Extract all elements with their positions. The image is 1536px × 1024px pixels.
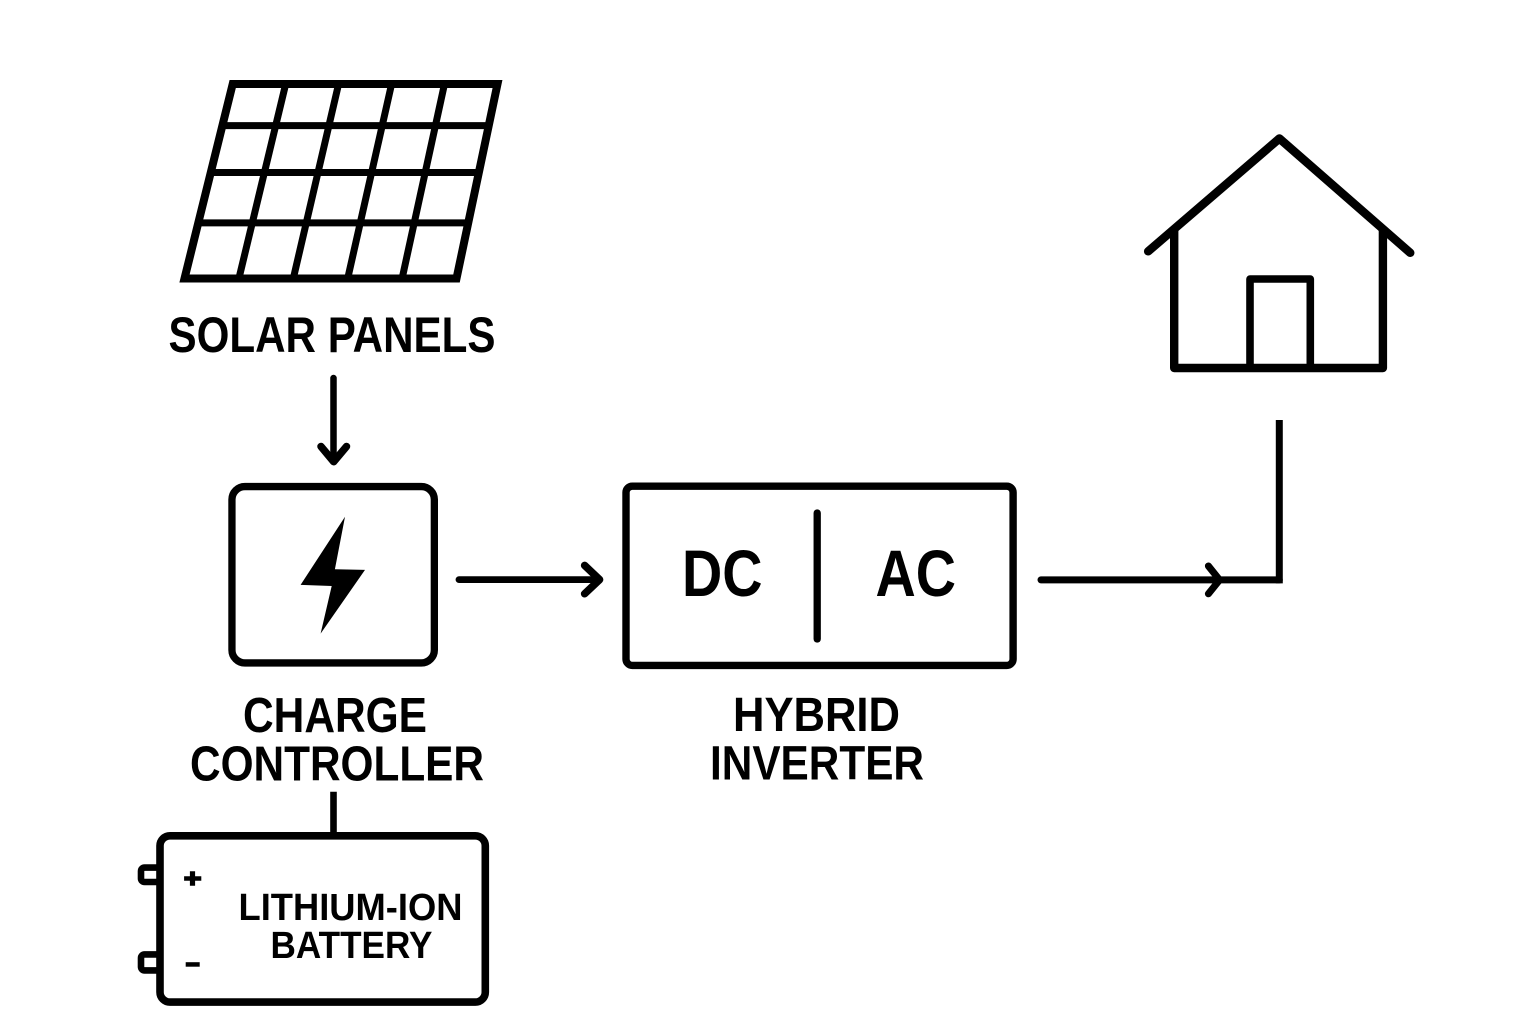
svg-text:BATTERY: BATTERY (271, 925, 433, 967)
svg-text:AC: AC (875, 536, 956, 610)
svg-text:CHARGE: CHARGE (243, 689, 427, 743)
svg-text:SOLAR PANELS: SOLAR PANELS (169, 307, 496, 363)
svg-text:HYBRID: HYBRID (733, 689, 900, 742)
svg-text:DC: DC (682, 536, 763, 610)
svg-text:LITHIUM-ION: LITHIUM-ION (239, 887, 463, 929)
svg-text:CONTROLLER: CONTROLLER (190, 738, 484, 792)
svg-text:INVERTER: INVERTER (710, 738, 924, 791)
